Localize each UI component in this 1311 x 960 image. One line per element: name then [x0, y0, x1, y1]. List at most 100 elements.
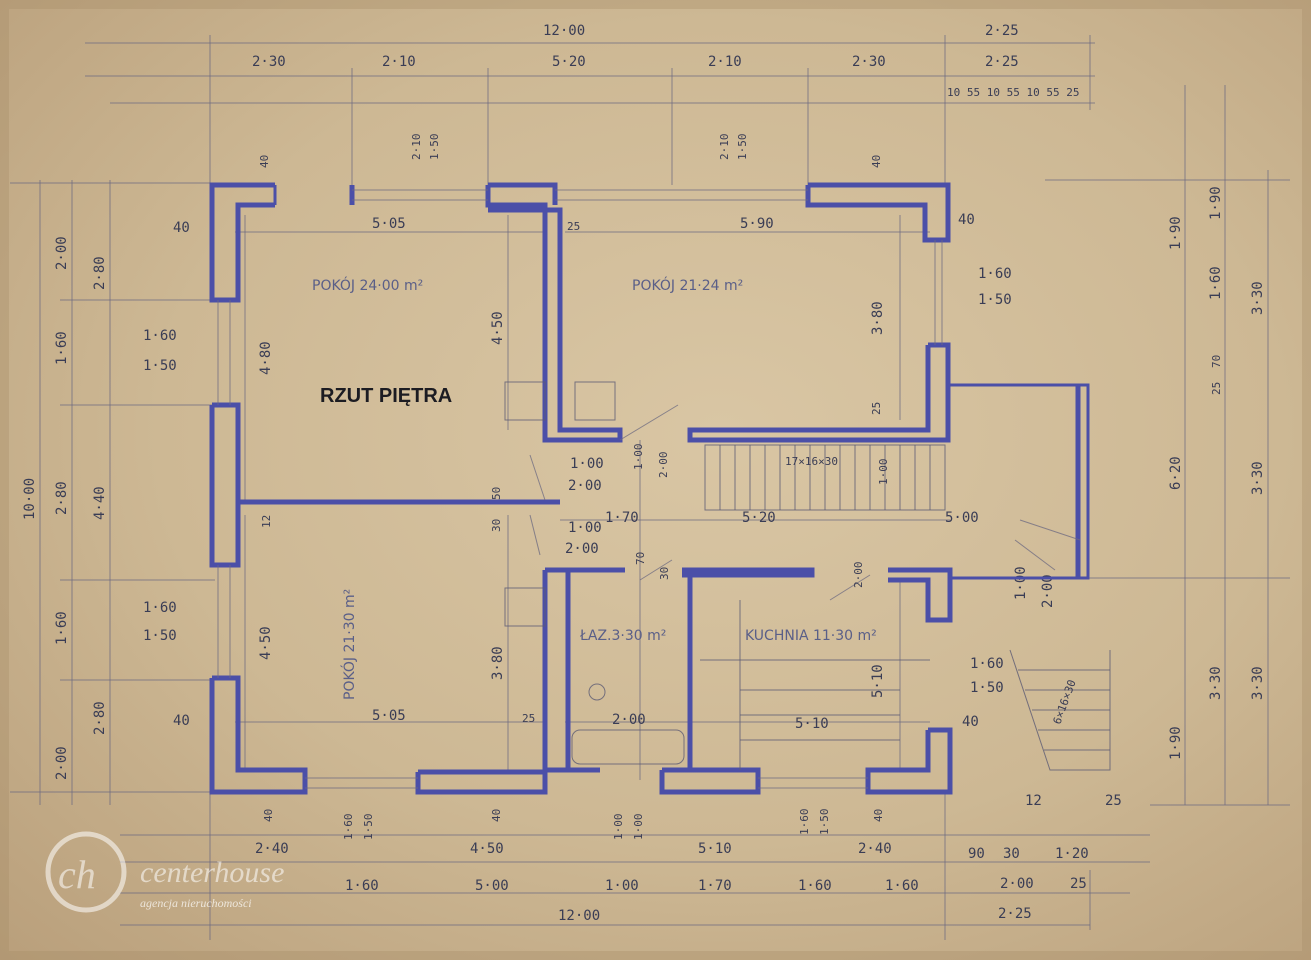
dim-bottom-t1: 1·60 [345, 878, 379, 894]
dim-bottom-e6: 2·25 [998, 906, 1032, 922]
door-swings [529, 404, 1081, 601]
stair-label-main: 17×16×30 [785, 455, 838, 468]
dim-right-b10: 3·30 [1250, 461, 1266, 495]
dim-left-a8: 1·60 [143, 600, 177, 616]
logo-mark: ch [58, 852, 96, 897]
dim-left-a9: 1·50 [143, 628, 177, 644]
dim-d100b: 1·00 [877, 459, 890, 486]
dim-kit-w: 5·10 [795, 716, 829, 732]
dim-left-a10: 1·60 [54, 611, 70, 645]
dim-t25b: 25 [522, 712, 535, 725]
dim-r1-w: 5·05 [372, 216, 406, 232]
dim-right-b11: 3·30 [1208, 666, 1224, 700]
dim-top-seg3: 5·20 [552, 54, 586, 70]
dim-right-b15: 25 [1210, 382, 1223, 395]
dim-top-win-b2: 1·50 [736, 134, 749, 161]
logo-tagline: agencja nieruchomości [140, 896, 252, 910]
dim-bottom-s4: 2·40 [858, 841, 892, 857]
drawing-title: RZUT PIĘTRA [320, 385, 452, 407]
dim-bottom-d1a: 1·00 [612, 814, 625, 841]
dim-left-a5: 1·60 [54, 331, 70, 365]
dim-right-b12: 3·30 [1250, 666, 1266, 700]
dim-hall3: 1·00 [568, 520, 602, 536]
dim-top-win-b1: 2·10 [718, 134, 731, 161]
dim-t25a: 25 [567, 220, 580, 233]
dim-r3-h2: 3·80 [490, 646, 506, 680]
room-label-3: POKÓJ 21·30 m² [340, 589, 358, 700]
dim-bottom-w2b: 1·50 [818, 809, 831, 836]
room-label-1: POKÓJ 24·00 m² [312, 276, 423, 294]
dim-bottom-t3: 1·00 [605, 878, 639, 894]
dim-top-win-a2: 1·50 [428, 134, 441, 161]
dim-left-a2: 2·80 [92, 256, 108, 290]
dim-right-b3: 1·60 [978, 266, 1012, 282]
dim-left-a3: 1·60 [143, 328, 177, 344]
dim-r3-w: 5·05 [372, 708, 406, 724]
dim-bottom-s2: 4·50 [470, 841, 504, 857]
dim-d200b: 2·00 [852, 562, 865, 589]
dim-bottom-b40c: 40 [872, 809, 885, 822]
dim-top-overall: 12·00 [543, 23, 585, 39]
interior-guides [235, 215, 950, 780]
dim-right-b14: 70 [1210, 355, 1223, 368]
dim-right-b16: 1·00 [1013, 566, 1029, 600]
dim-hall-w: 1·70 [605, 510, 639, 526]
dim-t40a: 40 [173, 220, 190, 236]
dim-top-seg4: 2·10 [708, 54, 742, 70]
dim-bottom-e3: 1·20 [1055, 846, 1089, 862]
dim-r1-h: 4·50 [490, 311, 506, 345]
dim-t40d: 40 [962, 714, 979, 730]
right-dimensions: 1·90 1·90 1·60 1·50 3·30 1·60 1·60 1·50 … [970, 85, 1290, 806]
dim-t40c: 40 [173, 713, 190, 729]
dim-kit-h: 5·10 [870, 664, 886, 698]
dim-left-a4: 1·50 [143, 358, 177, 374]
dim-bottom-e1: 90 [968, 846, 985, 862]
top-dimensions: 12·00 2·30 2·10 5·20 2·10 2·30 2·25 2·25… [85, 23, 1095, 185]
dim-t25c: 25 [870, 402, 883, 415]
dim-bottom-e2: 30 [1003, 846, 1020, 862]
dim-left-a7: 4·40 [92, 486, 108, 520]
dim-d100: 1·00 [632, 444, 645, 471]
dim-hall4: 2·00 [565, 541, 599, 557]
dim-bottom-t2: 5·00 [475, 878, 509, 894]
dim-top-wall-l: 40 [258, 155, 271, 168]
dim-right-b17: 2·00 [1040, 574, 1056, 608]
dim-r2-w: 5·90 [740, 216, 774, 232]
dim-bottom-s3: 5·10 [698, 841, 732, 857]
bottom-dimensions: 2·40 4·50 5·10 2·40 1·60 5·00 1·00 1·70 … [120, 790, 1150, 940]
dim-left-overall: 10·00 [22, 478, 38, 520]
dim-stair-w: 5·20 [742, 510, 776, 526]
room-label-2: POKÓJ 21·24 m² [632, 276, 743, 294]
dim-left-a12: 2·00 [54, 746, 70, 780]
dim-hall1: 1·00 [570, 456, 604, 472]
dim-right-b6: 1·60 [1208, 266, 1224, 300]
stair-label-ext: 6×16×30 [1051, 678, 1079, 726]
dim-right-b2: 1·90 [1208, 186, 1224, 220]
logo-circle-icon [45, 831, 127, 913]
agency-logo: ch centerhouse agencja nieruchomości [45, 831, 284, 913]
room-label-kitchen: KUCHNIA 11·30 m² [745, 628, 877, 644]
dim-bottom-overall: 12·00 [558, 908, 600, 924]
dim-r3-h: 4·50 [258, 626, 274, 660]
dim-bottom-w1a: 1·60 [342, 814, 355, 841]
dim-bottom-e8: 25 [1105, 793, 1122, 809]
dim-right-b5: 3·30 [1250, 281, 1266, 315]
dim-right-b8: 1·50 [970, 680, 1004, 696]
dim-d30: 30 [490, 519, 503, 532]
dim-bottom-t4: 1·70 [698, 878, 732, 894]
dim-right-b13: 1·90 [1168, 726, 1184, 760]
dim-d30b: 30 [658, 567, 671, 580]
dim-top-seg1: 2·30 [252, 54, 286, 70]
dim-hall2: 2·00 [568, 478, 602, 494]
dim-d50: 50 [490, 487, 503, 500]
dim-top-ext-a: 2·25 [985, 23, 1019, 39]
dim-d70: 70 [634, 552, 647, 565]
dim-r2-h: 3·80 [870, 301, 886, 335]
dim-bottom-b40b: 40 [490, 809, 503, 822]
inner-dimensions: 5·05 5·90 5·05 4·50 4·80 4·50 3·80 3·80 … [173, 212, 979, 732]
dim-bottom-t5: 1·60 [798, 878, 832, 894]
dim-top-seg2: 2·10 [382, 54, 416, 70]
dim-d200: 2·00 [657, 452, 670, 479]
